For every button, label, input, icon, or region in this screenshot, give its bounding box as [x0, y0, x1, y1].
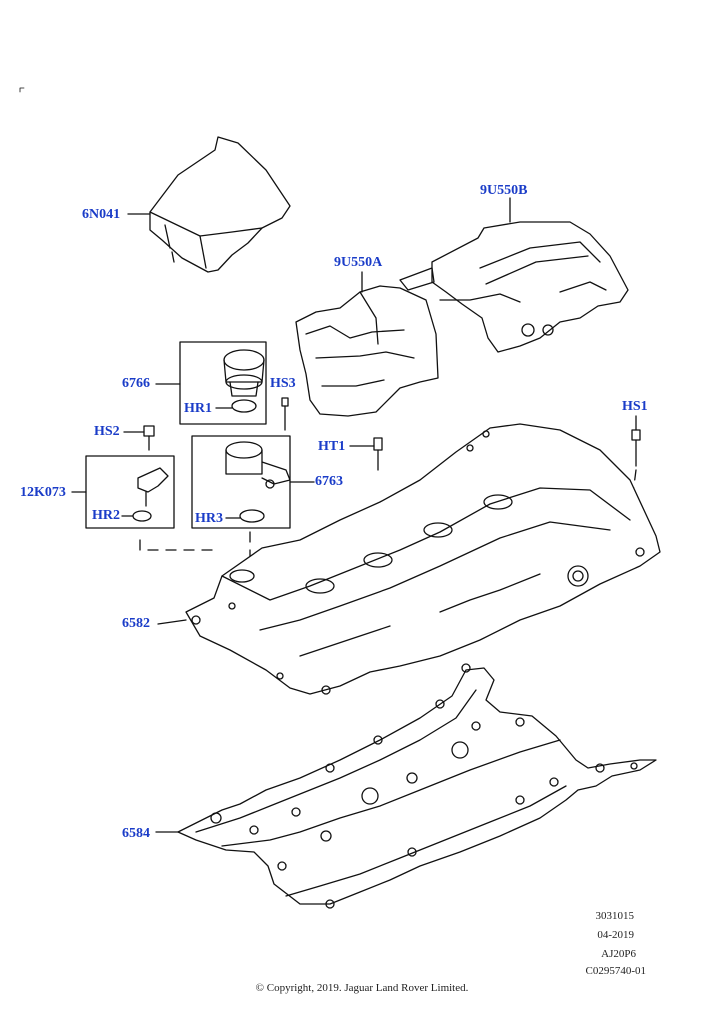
bolt-hs2: [123, 425, 155, 451]
corner-mark: [19, 87, 25, 93]
callout-6N041[interactable]: 6N041: [82, 207, 121, 222]
callout-HS1[interactable]: HS1: [622, 399, 648, 414]
camshaft-cover: [185, 423, 661, 695]
callout-HS2[interactable]: HS2: [94, 424, 120, 439]
callout-12K073[interactable]: 12K073: [20, 485, 66, 500]
callout-9U550A[interactable]: 9U550A: [334, 255, 383, 270]
front-engine-cover: [295, 285, 439, 417]
callout-HS3[interactable]: HS3: [270, 376, 296, 391]
diagram-ref-number: 3031015: [595, 910, 635, 922]
engine-top-cover: [149, 136, 291, 273]
callout-HR2[interactable]: HR2: [92, 508, 120, 523]
stud-ht1: [349, 437, 383, 471]
leader-6582: [157, 619, 187, 625]
illustration-code: C0295740-01: [585, 965, 647, 977]
callout-6584[interactable]: 6584: [122, 826, 150, 841]
cover-gasket: [177, 663, 657, 909]
oil-filler-cap-group: [179, 341, 267, 425]
assembly-guide-lines: [139, 469, 637, 561]
callout-HR3[interactable]: HR3: [195, 511, 223, 526]
bolt-hs1: [631, 415, 641, 467]
engine-code: AJ20P6: [601, 948, 636, 960]
callout-6766[interactable]: 6766: [122, 376, 150, 391]
copyright-notice: © Copyright, 2019. Jaguar Land Rover Lim…: [255, 982, 469, 994]
callout-9U550B[interactable]: 9U550B: [480, 183, 528, 198]
callout-HT1[interactable]: HT1: [318, 439, 346, 454]
diagram-date: 04-2019: [597, 929, 634, 941]
callout-HR1[interactable]: HR1: [184, 401, 212, 416]
callout-6763[interactable]: 6763: [315, 474, 343, 489]
bolt-hs3: [281, 397, 289, 431]
callout-6582[interactable]: 6582: [122, 616, 150, 631]
rear-engine-cover: [399, 221, 629, 353]
